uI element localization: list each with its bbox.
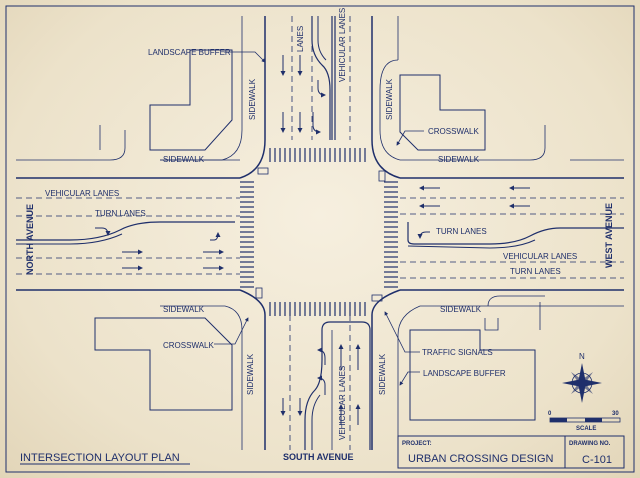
label-vehicular-lanes-top: VEHICULAR LANES	[338, 8, 347, 82]
label-sidewalk-ne-h: SIDEWALK	[438, 155, 480, 164]
crosswalk-east	[384, 181, 398, 288]
label-vehicular-lanes-bottom: VEHICULAR LANES	[338, 366, 347, 440]
traffic-signal-icons	[255, 167, 386, 302]
label-sidewalk-ne-v: SIDEWALK	[385, 78, 394, 120]
label-sidewalk-sw-h: SIDEWALK	[163, 305, 205, 314]
east-road	[400, 159, 624, 307]
label-sidewalk-se-v: SIDEWALK	[378, 353, 387, 395]
label-west-avenue: WEST AVENUE	[604, 203, 614, 268]
label-landscape-buffer-top: LANDSCAPE BUFFER	[148, 48, 231, 57]
label-sidewalk-nw-h: SIDEWALK	[163, 155, 205, 164]
north-road	[241, 16, 399, 140]
drawing-no: C-101	[582, 454, 612, 466]
crosswalk-north	[269, 148, 366, 162]
scale-max: 30	[612, 411, 619, 417]
crosswalk-south	[269, 302, 366, 316]
label-sidewalk-se-h: SIDEWALK	[440, 305, 482, 314]
label-turn-lanes-west: TURN LANES	[95, 209, 146, 218]
label-south-avenue: SOUTH AVENUE	[283, 452, 354, 462]
south-road	[241, 315, 399, 450]
sheet-border	[5, 5, 635, 473]
scale-min: 0	[548, 411, 552, 417]
project-name: URBAN CROSSING DESIGN	[408, 453, 554, 465]
title-block	[397, 435, 625, 469]
compass-north-label: N	[579, 352, 585, 361]
label-turn-lanes-east2: TURN LANES	[510, 267, 561, 276]
lane-arrows	[95, 55, 530, 425]
scale-bar	[549, 417, 621, 423]
label-crosswalk-ne: CROSSWALK	[428, 127, 479, 136]
label-north-avenue: NORTH AVENUE	[25, 204, 35, 275]
west-road	[16, 159, 240, 291]
label-traffic-signals: TRAFFIC SIGNALS	[422, 348, 493, 357]
compass-rose-icon	[562, 363, 602, 403]
label-turn-lanes-east1: TURN LANES	[436, 227, 487, 236]
crosswalk-west	[240, 181, 254, 288]
project-label: PROJECT:	[402, 441, 432, 447]
drawing-no-label: DRAWING NO.	[569, 441, 611, 447]
label-sidewalk-nw-v: SIDEWALK	[248, 78, 257, 120]
label-vehicular-lanes-west: VEHICULAR LANES	[45, 189, 119, 198]
leader-lines	[214, 51, 424, 386]
label-vehicular-lanes-east: VEHICULAR LANES	[503, 252, 577, 261]
label-sidewalk-sw-v: SIDEWALK	[246, 353, 255, 395]
plan-title: INTERSECTION LAYOUT PLAN	[20, 452, 180, 464]
label-lanes: LANES	[296, 26, 305, 52]
label-landscape-buffer-bottom: LANDSCAPE BUFFER	[423, 369, 506, 378]
scale-label: SCALE	[576, 426, 596, 432]
label-crosswalk-sw: CROSSWALK	[163, 341, 214, 350]
